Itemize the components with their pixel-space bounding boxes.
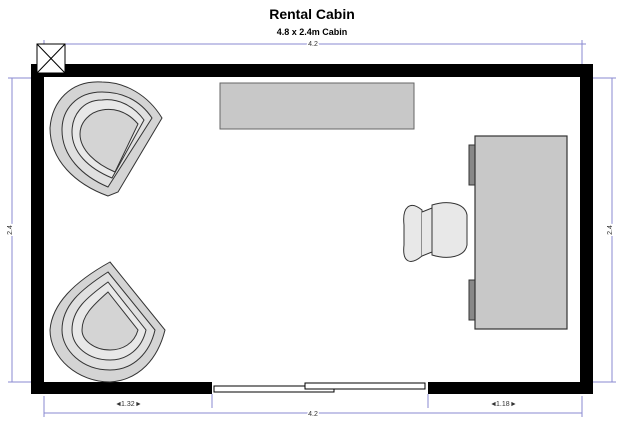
walls bbox=[31, 64, 593, 394]
right-segment-dimension: ◄ 1.18 ► bbox=[490, 401, 517, 408]
left-segment-dimension: ◄ 1.32 ► bbox=[115, 401, 142, 408]
plan-subtitle: 4.8 x 2.4m Cabin bbox=[276, 27, 348, 37]
top-width-label: 4.2 bbox=[308, 41, 318, 48]
office-chair[interactable] bbox=[403, 202, 468, 262]
arrow-right-icon: ► bbox=[135, 401, 142, 408]
plan-title: Rental Cabin bbox=[269, 6, 355, 22]
left-segment-label: 1.32 bbox=[121, 401, 135, 408]
armchair-bottom[interactable] bbox=[49, 261, 166, 383]
right-segment-label: 1.18 bbox=[496, 401, 510, 408]
right-height-label: 2.4 bbox=[607, 225, 614, 235]
x-box-icon bbox=[36, 43, 66, 74]
dimension-lines bbox=[8, 40, 616, 417]
arrow-right-icon: ► bbox=[510, 401, 517, 408]
desk[interactable] bbox=[468, 135, 568, 330]
left-height-label: 2.4 bbox=[7, 225, 14, 235]
arrow-left-icon: ◄ bbox=[490, 401, 497, 408]
bench[interactable] bbox=[219, 82, 415, 130]
armchair-top[interactable] bbox=[49, 81, 163, 197]
arrow-left-icon: ◄ bbox=[115, 401, 122, 408]
sliding-door[interactable] bbox=[213, 382, 426, 393]
bottom-width-label: 4.2 bbox=[308, 411, 318, 418]
